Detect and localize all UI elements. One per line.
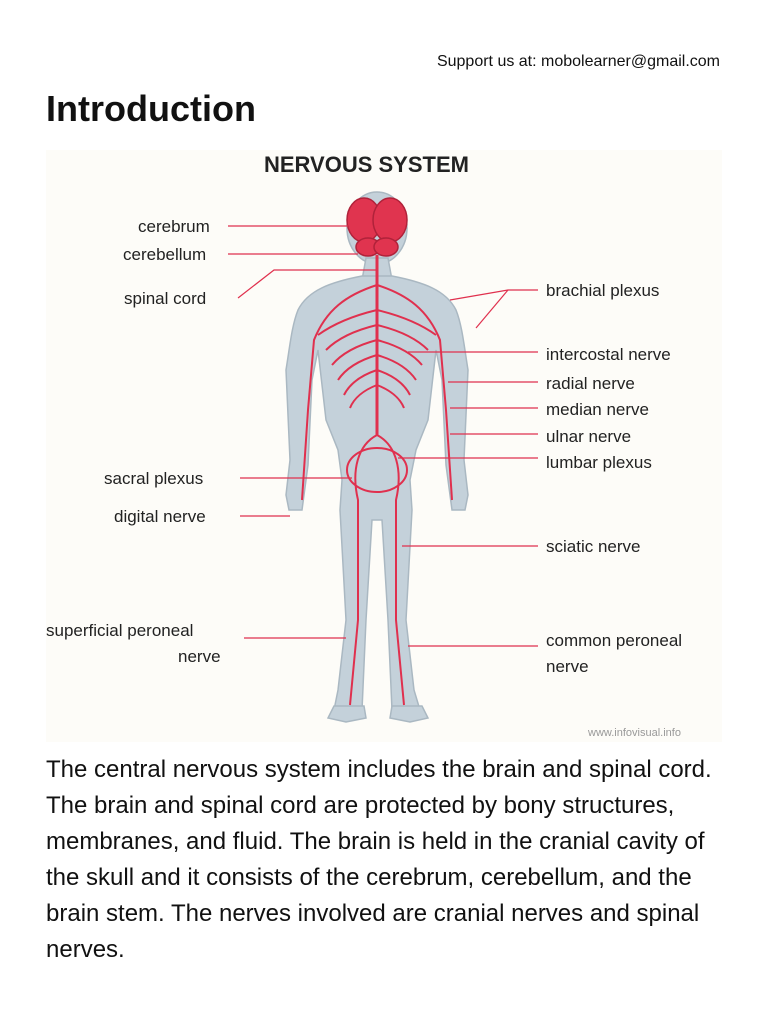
label-intercostal-nerve: intercostal nerve — [546, 345, 671, 364]
label-cerebellum: cerebellum — [123, 245, 206, 264]
figure-title: NERVOUS SYSTEM — [264, 152, 469, 177]
nerve-network — [301, 255, 453, 706]
nervous-system-illustration: NERVOUS SYSTEM — [46, 152, 682, 739]
label-common-peroneal: common peroneal — [546, 631, 682, 650]
label-superficial-peroneal-nerve: nerve — [178, 647, 221, 666]
label-sciatic-nerve: sciatic nerve — [546, 537, 640, 556]
label-lumbar-plexus: lumbar plexus — [546, 453, 652, 472]
image-credit: www.infovisual.info — [587, 727, 681, 739]
label-superficial-peroneal: superficial peroneal — [46, 621, 193, 640]
label-sacral-plexus: sacral plexus — [104, 469, 203, 488]
support-contact-text: Support us at: mobolearner@gmail.com — [436, 53, 720, 70]
label-brachial-plexus: brachial plexus — [546, 281, 659, 300]
intro-paragraph: The central nervous system includes the … — [46, 756, 712, 963]
leader-lines — [228, 225, 538, 647]
label-cerebrum: cerebrum — [138, 217, 210, 236]
label-common-peroneal-nerve: nerve — [546, 657, 589, 676]
label-radial-nerve: radial nerve — [546, 374, 635, 393]
page-title: Introduction — [46, 88, 256, 129]
label-median-nerve: median nerve — [546, 400, 649, 419]
brain-shape — [346, 197, 408, 257]
label-digital-nerve: digital nerve — [114, 507, 206, 526]
label-spinal-cord: spinal cord — [124, 289, 206, 308]
nervous-system-figure: NERVOUS SYSTEM — [46, 150, 722, 742]
label-ulnar-nerve: ulnar nerve — [546, 427, 631, 446]
